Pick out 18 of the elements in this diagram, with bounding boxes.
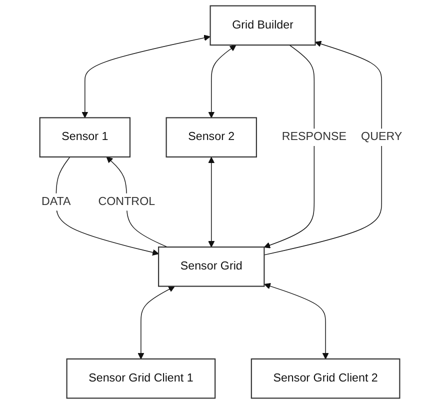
arrow bbox=[264, 44, 315, 248]
node-box: Grid Builder bbox=[210, 5, 316, 46]
arrow bbox=[264, 40, 382, 256]
arrow bbox=[264, 283, 329, 360]
arrow bbox=[208, 44, 236, 118]
arrow bbox=[56, 156, 159, 256]
arrow bbox=[138, 286, 175, 360]
arrow bbox=[208, 156, 215, 248]
node-box: Sensor 1 bbox=[39, 117, 131, 158]
edge-label: QUERY bbox=[361, 130, 402, 144]
arrow bbox=[82, 34, 210, 118]
node-box: Sensor 2 bbox=[166, 117, 257, 158]
node-box: Sensor Grid Client 2 bbox=[250, 358, 400, 399]
edge-label: DATA bbox=[41, 195, 71, 208]
edge-label: RESPONSE bbox=[282, 130, 346, 144]
node-box: Sensor Grid Client 1 bbox=[66, 358, 216, 399]
node-box: Sensor Grid bbox=[158, 246, 265, 287]
edge-label: CONTROL bbox=[98, 195, 156, 208]
